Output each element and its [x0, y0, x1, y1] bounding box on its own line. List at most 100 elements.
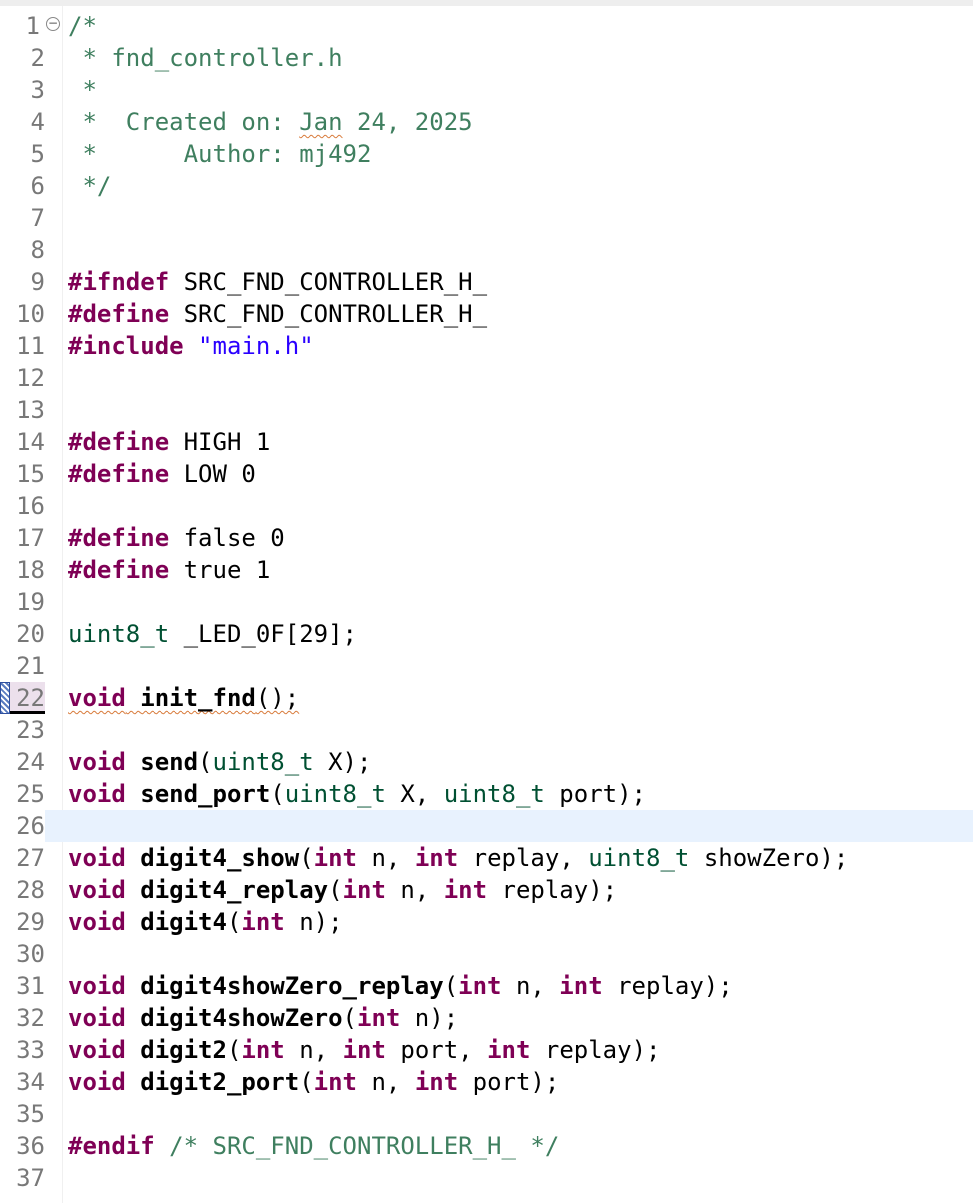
code-text[interactable]: void digit4_show(int n, int replay, uint…: [68, 842, 848, 874]
preprocessor-keyword: #ifndef: [68, 268, 170, 296]
code-line[interactable]: 11 #include "main.h": [0, 330, 973, 362]
code-text[interactable]: * fnd_controller.h: [68, 44, 343, 72]
code-line[interactable]: 20 uint8_t _LED_0F[29];: [0, 618, 973, 650]
function-name[interactable]: send: [140, 748, 199, 776]
line-number: 23: [16, 716, 45, 744]
function-name[interactable]: digit4: [140, 908, 227, 936]
fold-collapse-icon[interactable]: −: [46, 16, 60, 31]
keyword: void: [68, 1036, 126, 1064]
code-line[interactable]: 3 *: [0, 74, 973, 106]
code-text[interactable]: #define LOW 0: [68, 458, 256, 490]
code-text[interactable]: */: [68, 172, 112, 200]
code-line[interactable]: 2 * fnd_controller.h: [0, 42, 973, 74]
code-line[interactable]: 22 void init_fnd();: [0, 682, 973, 714]
code-text[interactable]: void digit2_port(int n, int port);: [68, 1066, 559, 1098]
space: [126, 684, 140, 712]
code-line[interactable]: 36 #endif /* SRC_FND_CONTROLLER_H_ */: [0, 1130, 973, 1162]
code-line[interactable]: 19: [0, 586, 973, 618]
code-text[interactable]: uint8_t _LED_0F[29];: [68, 618, 357, 650]
code-line[interactable]: 4 * Created on: Jan 24, 2025: [0, 106, 973, 138]
line-number: 12: [16, 364, 45, 392]
function-name[interactable]: digit4showZero: [140, 1004, 343, 1032]
code-line[interactable]: 10 #define SRC_FND_CONTROLLER_H_: [0, 298, 973, 330]
identifier: port,: [385, 1036, 488, 1064]
preprocessor-keyword: #define: [68, 524, 170, 552]
keyword: int: [241, 908, 285, 936]
warning-marker-icon[interactable]: [0, 682, 10, 714]
code-line[interactable]: 5 * Author: mj492: [0, 138, 973, 170]
code-line[interactable]: 27 void digit4_show(int n, int replay, u…: [0, 842, 973, 874]
code-text[interactable]: void init_fnd();: [68, 682, 299, 714]
punctuation: ();: [255, 684, 300, 712]
line-number: 8: [30, 236, 45, 264]
code-line[interactable]: 6 */: [0, 170, 973, 202]
code-line[interactable]: 25 void send_port(uint8_t X, uint8_t por…: [0, 778, 973, 810]
code-line[interactable]: 31 void digit4showZero_replay(int n, int…: [0, 970, 973, 1002]
keyword: int: [313, 844, 358, 872]
code-line[interactable]: 23: [0, 714, 973, 746]
code-line[interactable]: 29 void digit4(int n);: [0, 906, 973, 938]
code-text[interactable]: *: [68, 76, 97, 104]
function-name[interactable]: digit2: [140, 1036, 227, 1064]
code-text[interactable]: #define HIGH 1: [68, 426, 270, 458]
code-line[interactable]: 7: [0, 202, 973, 234]
current-code-line[interactable]: 26: [0, 810, 973, 842]
code-text[interactable]: void digit4(int n);: [68, 906, 343, 938]
code-line[interactable]: 18 #define true 1: [0, 554, 973, 586]
punctuation: (: [299, 1068, 314, 1096]
code-text[interactable]: * Created on: Jan 24, 2025: [68, 106, 472, 138]
function-name[interactable]: digit4_replay: [140, 876, 329, 904]
code-line[interactable]: 32 void digit4showZero(int n);: [0, 1002, 973, 1034]
line-number: 1: [25, 12, 40, 40]
code-text[interactable]: #include "main.h": [68, 330, 314, 362]
keyword: int: [458, 972, 502, 1000]
code-line[interactable]: 16: [0, 490, 973, 522]
code-line[interactable]: 33 void digit2(int n, int port, int repl…: [0, 1034, 973, 1066]
code-line[interactable]: 35: [0, 1098, 973, 1130]
code-line[interactable]: 13: [0, 394, 973, 426]
keyword: int: [313, 1068, 358, 1096]
comment-text: * Created on:: [68, 108, 300, 136]
preprocessor-keyword: #include: [68, 332, 184, 360]
code-text[interactable]: void send(uint8_t X);: [68, 746, 371, 778]
code-text[interactable]: #ifndef SRC_FND_CONTROLLER_H_: [68, 266, 487, 298]
function-name[interactable]: send_port: [140, 780, 271, 808]
code-line[interactable]: 15 #define LOW 0: [0, 458, 973, 490]
code-line[interactable]: 8: [0, 234, 973, 266]
line-number: 37: [16, 1164, 45, 1192]
comment-text: /* SRC_FND_CONTROLLER_H_ */: [154, 1132, 560, 1160]
code-line[interactable]: 17 #define false 0: [0, 522, 973, 554]
function-name[interactable]: digit4_show: [140, 844, 300, 872]
code-text[interactable]: #endif /* SRC_FND_CONTROLLER_H_ */: [68, 1130, 559, 1162]
code-line[interactable]: 21: [0, 650, 973, 682]
code-line[interactable]: 34 void digit2_port(int n, int port);: [0, 1066, 973, 1098]
keyword: int: [559, 972, 603, 1000]
code-text[interactable]: void digit2(int n, int port, int replay)…: [68, 1034, 660, 1066]
code-line[interactable]: 37: [0, 1162, 973, 1194]
code-text[interactable]: void digit4showZero_replay(int n, int re…: [68, 970, 733, 1002]
punctuation: (: [443, 972, 459, 1000]
line-number: 21: [16, 652, 45, 680]
code-text[interactable]: #define SRC_FND_CONTROLLER_H_: [68, 298, 487, 330]
punctuation: (: [299, 844, 314, 872]
spelling-warning-word[interactable]: Jan: [299, 108, 343, 136]
code-text[interactable]: void send_port(uint8_t X, uint8_t port);: [68, 778, 646, 810]
code-line[interactable]: 24 void send(uint8_t X);: [0, 746, 973, 778]
code-line[interactable]: 9 #ifndef SRC_FND_CONTROLLER_H_: [0, 266, 973, 298]
code-text[interactable]: /*: [68, 12, 97, 40]
code-text[interactable]: void digit4_replay(int n, int replay);: [68, 874, 617, 906]
code-line[interactable]: 1 − /*: [0, 10, 973, 42]
code-text[interactable]: #define false 0: [68, 522, 285, 554]
code-text[interactable]: #define true 1: [68, 554, 270, 586]
function-name[interactable]: digit4showZero_replay: [140, 972, 444, 1000]
code-text[interactable]: void digit4showZero(int n);: [68, 1002, 458, 1034]
function-name[interactable]: digit2_port: [140, 1068, 300, 1096]
code-line[interactable]: 30: [0, 938, 973, 970]
code-text[interactable]: * Author: mj492: [68, 140, 372, 168]
code-line[interactable]: 14 #define HIGH 1: [0, 426, 973, 458]
code-line[interactable]: 12: [0, 362, 973, 394]
code-line[interactable]: 28 void digit4_replay(int n, int replay)…: [0, 874, 973, 906]
function-name[interactable]: init_fnd: [140, 684, 256, 712]
keyword: void: [68, 748, 126, 776]
